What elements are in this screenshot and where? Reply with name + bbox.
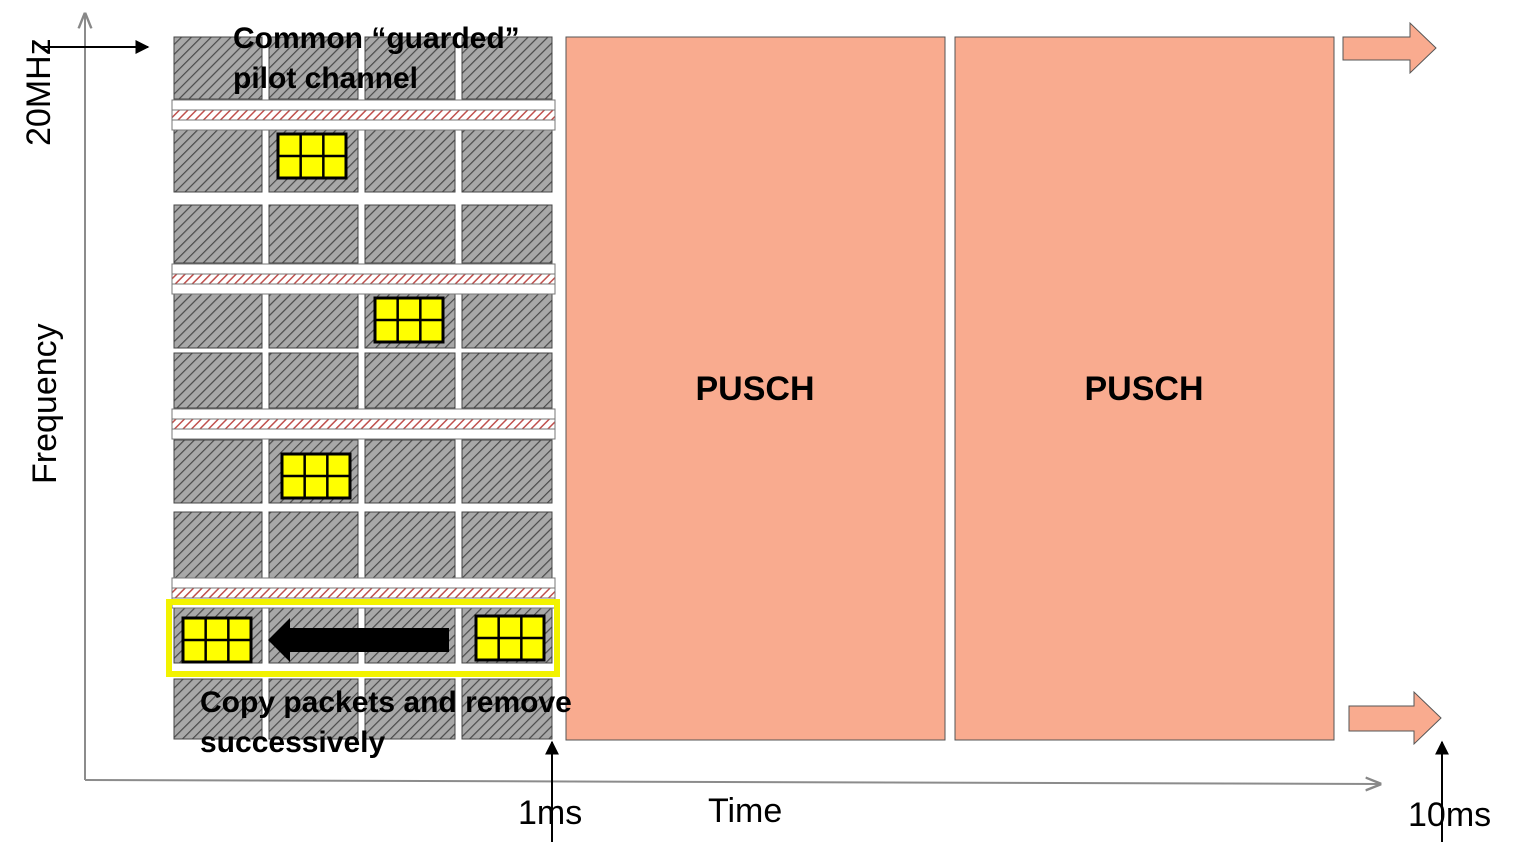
- y-top-label: 20MHz: [20, 38, 58, 146]
- pilot-channel-annotation-line2: pilot channel: [233, 62, 418, 95]
- continuation-arrow-bottom: [1348, 690, 1442, 746]
- resource-block: [461, 129, 553, 193]
- copy-arrow: [268, 618, 449, 662]
- resource-block: [268, 36, 359, 100]
- copy-annotation-line1: Copy packets and remove: [200, 686, 572, 719]
- x-mark-10ms-label: 10ms: [1408, 796, 1491, 834]
- resource-block: [364, 352, 456, 409]
- resource-block: [268, 511, 359, 579]
- continuation-arrow-top: [1342, 21, 1437, 75]
- pilot-channel-stripe: [171, 109, 556, 121]
- resource-block: [268, 678, 359, 740]
- pilot-channel-stripe: [171, 418, 556, 430]
- pusch-label-1: PUSCH: [695, 370, 814, 408]
- packet: [276, 132, 348, 180]
- resource-block: [364, 129, 456, 193]
- resource-block: [364, 204, 456, 264]
- resource-block: [364, 36, 456, 100]
- pusch-block-2: [954, 36, 1335, 741]
- resource-block: [173, 511, 263, 579]
- pilot-channel-stripe: [171, 587, 556, 599]
- x-mark-1ms-label: 1ms: [518, 794, 582, 832]
- resource-block: [173, 678, 263, 740]
- resource-block: [461, 439, 553, 504]
- resource-block: [461, 678, 553, 740]
- pilot-channel-annotation-line1: Common “guarded”: [233, 22, 520, 55]
- resource-block: [364, 511, 456, 579]
- packet: [373, 296, 445, 344]
- y-axis-label: Frequency: [26, 323, 64, 484]
- resource-block: [461, 292, 553, 349]
- x-axis-label: Time: [708, 792, 782, 830]
- resource-block: [461, 511, 553, 579]
- resource-block: [173, 129, 263, 193]
- pusch-label-2: PUSCH: [1084, 370, 1203, 408]
- selected-row-highlight: [166, 599, 560, 677]
- resource-block: [268, 204, 359, 264]
- packet: [280, 452, 352, 500]
- copy-annotation-line2: successively: [200, 726, 385, 759]
- time-axis: [84, 780, 1380, 784]
- resource-block: [268, 292, 359, 349]
- packets: [181, 132, 546, 664]
- resource-block: [173, 292, 263, 349]
- resource-block: [173, 352, 263, 409]
- resource-block: [173, 204, 263, 264]
- packet: [181, 616, 253, 664]
- pusch-block-1: [565, 36, 946, 741]
- packet: [474, 614, 546, 662]
- resource-block: [461, 204, 553, 264]
- resource-block: [173, 36, 263, 100]
- pilot-channel-stripe: [171, 273, 556, 285]
- resource-block: [364, 678, 456, 740]
- resource-block: [461, 352, 553, 409]
- resource-block: [461, 36, 553, 100]
- resource-block: [173, 439, 263, 504]
- resource-block: [268, 352, 359, 409]
- resource-block: [364, 439, 456, 504]
